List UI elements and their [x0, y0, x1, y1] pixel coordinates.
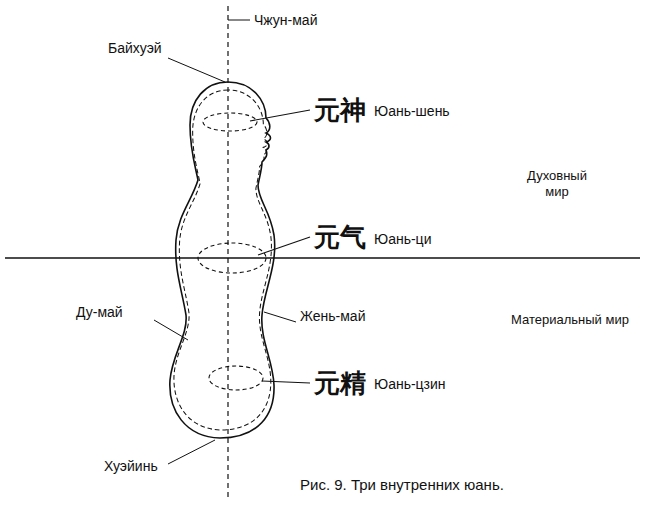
- divider-line: [5, 257, 640, 258]
- central-channel: [227, 6, 228, 500]
- point-name: Байхуэй: [108, 40, 162, 57]
- chinese-term: 元精: [314, 370, 366, 396]
- leader-line: [154, 320, 188, 340]
- chinese-term: 元神: [314, 97, 366, 123]
- leader-line: [250, 110, 310, 121]
- lower-ellipse: [209, 366, 263, 390]
- chinese-term: 元气: [314, 224, 366, 250]
- channel-name: Чжун-май: [254, 12, 317, 29]
- leader-line: [258, 237, 310, 255]
- term-name: Юань-ци: [374, 231, 431, 248]
- region-name: Духовный мир: [515, 168, 599, 199]
- inner-channel-outline: [174, 90, 272, 430]
- term-name: Юань-цзин: [374, 376, 445, 393]
- leader-line: [168, 440, 215, 464]
- term-name: Юань-шень: [374, 103, 450, 120]
- upper-ellipse: [203, 113, 257, 131]
- leader-line: [228, 20, 250, 21]
- figure-caption: Рис. 9. Три внутренних юань.: [300, 476, 504, 494]
- point-name: Хуэйинь: [104, 458, 158, 475]
- middle-ellipse: [198, 243, 266, 273]
- channel-name: Ду-май: [76, 304, 123, 321]
- body-outline: [170, 82, 275, 438]
- region-name: Материальный мир: [508, 312, 632, 328]
- leader-line: [262, 381, 310, 383]
- channel-name: Жень-май: [300, 308, 365, 325]
- leader-line: [264, 312, 296, 322]
- leader-line: [168, 58, 225, 82]
